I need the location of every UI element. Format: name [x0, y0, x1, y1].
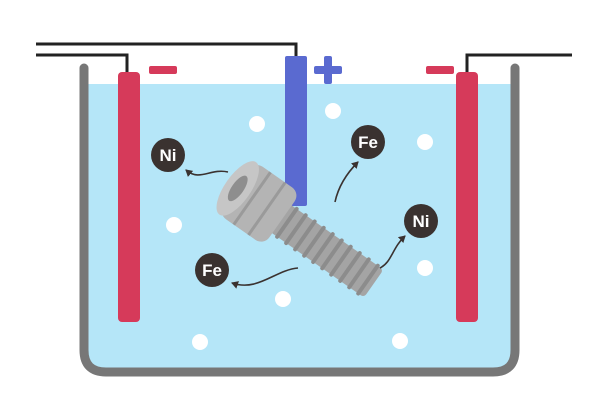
bubbles	[166, 103, 433, 350]
electrode-cathode-left	[118, 72, 140, 322]
ion-fe-top: Fe	[351, 125, 385, 159]
arrow-fe-top	[334, 161, 359, 203]
electrode-anode	[285, 56, 307, 206]
wires	[36, 42, 572, 74]
wire-anode	[36, 53, 129, 74]
electrode-cathode-right	[456, 72, 478, 322]
ion-ni-left: Ni	[151, 138, 185, 172]
bubble	[275, 291, 291, 307]
tank	[79, 63, 520, 377]
ion-label: Ni	[160, 146, 177, 165]
arrow-ni-right	[379, 235, 406, 269]
bubble	[392, 333, 408, 349]
bolt-icon	[216, 161, 382, 296]
bubble	[192, 334, 208, 350]
ion-label: Fe	[202, 261, 222, 280]
wire-cathode-left	[36, 42, 298, 58]
wire-cathode-right	[465, 53, 572, 74]
ion-label: Ni	[413, 212, 430, 231]
bubble	[166, 217, 182, 233]
arrow-fe-bottom	[231, 267, 299, 289]
sign-cathode-left	[149, 66, 177, 74]
sign-cathode-right	[426, 66, 454, 74]
ion-ni-right: Ni	[404, 204, 438, 238]
ion-fe-bottom: Fe	[195, 253, 229, 287]
bubble	[325, 103, 341, 119]
ion-label: Fe	[358, 133, 378, 152]
ion-arrows	[185, 161, 406, 289]
bubble	[417, 260, 433, 276]
bubble	[417, 134, 433, 150]
bubble	[249, 116, 265, 132]
arrow-ni-left	[185, 169, 229, 177]
sign-anode	[314, 56, 342, 84]
